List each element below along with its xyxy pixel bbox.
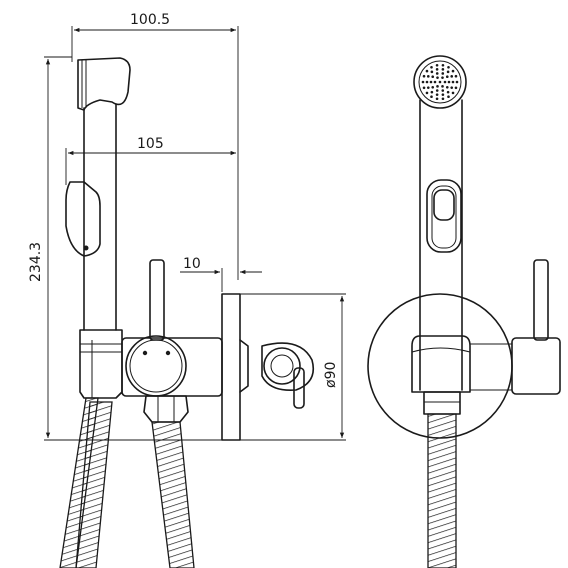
dimension-top-width: 100.5 — [71, 12, 239, 280]
nozzle-dot — [441, 72, 445, 75]
spray-nozzles — [421, 63, 459, 101]
nozzle-dot — [447, 80, 451, 84]
nozzle-dot — [451, 69, 455, 73]
nozzle-dot — [430, 95, 433, 99]
sprayer-head — [77, 57, 131, 111]
sprayer-trigger — [65, 181, 101, 257]
nozzle-dot — [426, 86, 430, 89]
knob-detail — [261, 342, 315, 409]
nozzle-dot — [451, 91, 455, 95]
nozzle-dot — [441, 89, 445, 92]
dimension-height: 234.3 — [28, 56, 224, 441]
nozzle-dot — [441, 76, 444, 79]
nozzle-dot — [454, 86, 458, 90]
holder-front — [411, 335, 471, 393]
dimension-label-offset: 10 — [183, 256, 201, 272]
nozzle-dot — [450, 86, 454, 89]
nozzle-dot — [436, 85, 439, 88]
nozzle-dot — [426, 75, 430, 78]
nozzle-dot — [421, 80, 425, 84]
nozzle-dot — [431, 75, 435, 79]
nozzle-dot — [450, 75, 454, 78]
valve-body — [121, 335, 223, 397]
nozzle-dot — [429, 80, 433, 84]
nozzle-dot — [443, 80, 447, 84]
hose-right — [151, 421, 195, 568]
nozzle-dot — [430, 65, 433, 69]
nozzle-dot — [435, 89, 439, 92]
nozzle-dot — [451, 80, 455, 84]
dimension-label-mid-width: 105 — [137, 136, 164, 152]
nozzle-dot — [455, 80, 459, 84]
nozzle-dot — [441, 85, 444, 88]
valve-lever — [149, 259, 165, 341]
hose-nut — [143, 395, 189, 423]
wall-plate-side — [221, 293, 249, 441]
nozzle-dot — [431, 85, 435, 89]
nozzle-dot — [422, 74, 426, 78]
nozzle-dot — [430, 90, 434, 94]
dimension-mid-width: 105 — [65, 136, 236, 185]
dimension-label-top-width: 100.5 — [130, 12, 170, 28]
nozzle-dot — [435, 97, 439, 101]
nozzle-dot — [447, 95, 450, 99]
dimension-offset: 10 — [180, 256, 262, 292]
sprayer-body — [83, 103, 117, 331]
nozzle-dot — [445, 85, 449, 89]
nozzle-dot — [441, 63, 445, 67]
dimension-label-diameter: ø90 — [323, 362, 339, 388]
dimension-label-height: 234.3 — [28, 242, 44, 282]
nozzle-dot — [425, 91, 429, 95]
nozzle-dot — [435, 93, 439, 96]
front-view — [367, 55, 561, 568]
nozzle-dot — [430, 70, 434, 74]
nozzle-dot — [441, 68, 445, 71]
hose-front — [427, 413, 457, 568]
nozzle-dot — [425, 80, 429, 84]
nozzle-dot — [446, 70, 450, 74]
nozzle-dot — [454, 74, 458, 78]
nozzle-dot — [435, 68, 439, 71]
nozzle-dot — [438, 80, 442, 84]
lever-front — [470, 259, 561, 395]
nozzle-dot — [447, 65, 450, 69]
nozzle-dot — [445, 75, 449, 79]
nozzle-dot — [433, 80, 437, 84]
nozzle-dot — [441, 93, 445, 96]
nozzle-dot — [435, 63, 439, 67]
spray-face — [413, 55, 467, 109]
dimension-diameter: ø90 — [240, 293, 346, 441]
nozzle-dot — [436, 76, 439, 79]
holder-clip — [79, 329, 123, 399]
nozzle-dot — [446, 90, 450, 94]
hose-left — [59, 397, 113, 568]
nozzle-dot — [435, 72, 439, 75]
sprayer-shaft-front — [419, 99, 463, 337]
nozzle-dot — [441, 97, 445, 101]
connector-front — [423, 391, 461, 415]
side-view: 100.5 105 234.3 10 ø90 — [28, 12, 346, 568]
nozzle-dot — [425, 69, 429, 73]
nozzle-dot — [422, 86, 426, 90]
